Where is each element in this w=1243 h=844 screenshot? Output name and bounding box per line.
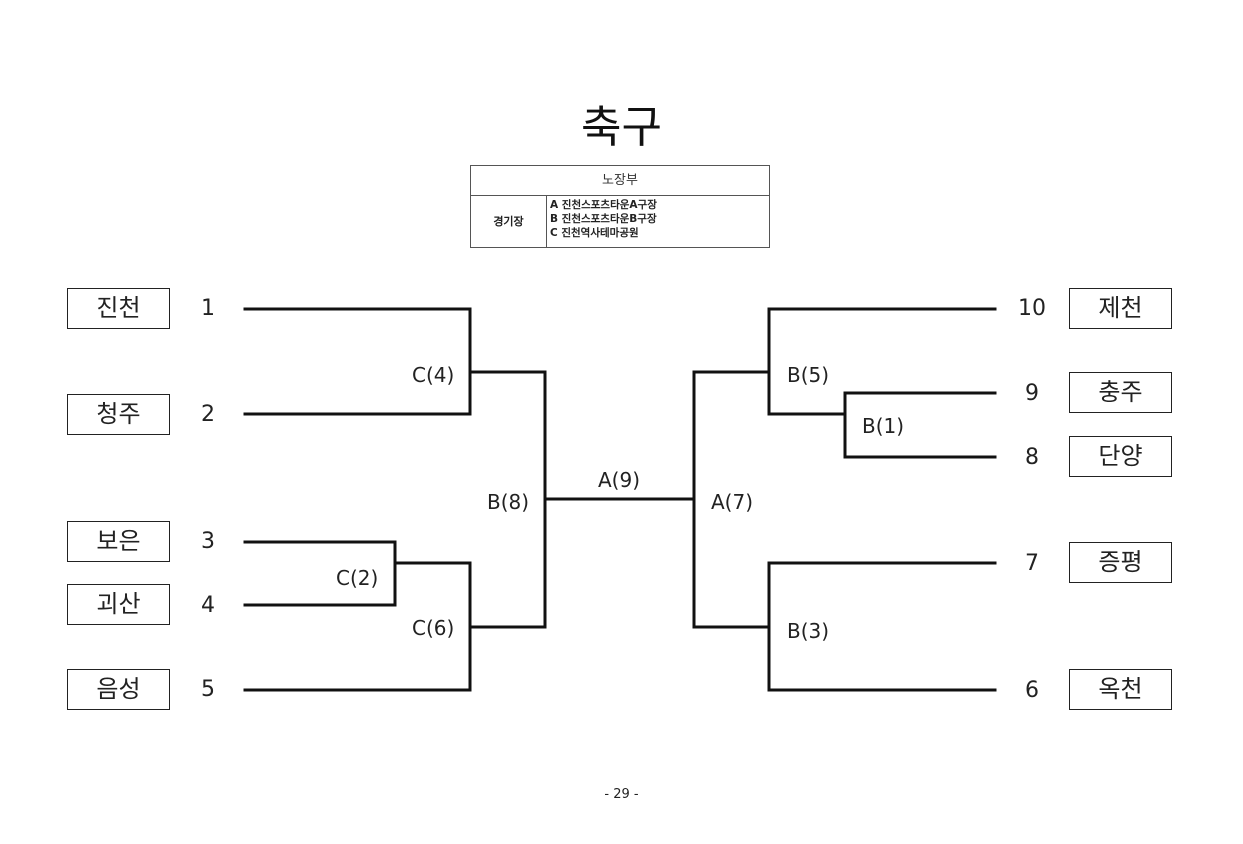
team-box-jeungpyeong: 증평 — [1069, 542, 1172, 583]
seed-6: 6 — [1025, 678, 1039, 703]
team-box-cheongju: 청주 — [67, 394, 170, 435]
seed-10: 10 — [1018, 296, 1046, 321]
seed-5: 5 — [201, 677, 215, 702]
match-label-b8: B(8) — [487, 490, 530, 514]
venue-item-c: C 진천역사테마공원 — [550, 227, 639, 239]
seed-3: 3 — [201, 529, 215, 554]
seed-1: 1 — [201, 296, 215, 321]
venue-table: 노장부 경기장 A 진천스포츠타운A구장 B 진천스포츠타운B구장 C 진천역사… — [470, 165, 770, 248]
team-box-okcheon: 옥천 — [1069, 669, 1172, 710]
match-label-c2: C(2) — [336, 566, 379, 590]
match-label-c6: C(6) — [412, 616, 455, 640]
seed-7: 7 — [1025, 551, 1039, 576]
team-box-boeun: 보은 — [67, 521, 170, 562]
venue-table-header: 노장부 — [471, 166, 769, 196]
team-box-jincheon: 진천 — [67, 288, 170, 329]
seed-8: 8 — [1025, 445, 1039, 470]
seed-4: 4 — [201, 593, 215, 618]
seed-9: 9 — [1025, 381, 1039, 406]
match-label-a9: A(9) — [598, 468, 641, 492]
venue-item-b: B 진천스포츠타운B구장 — [550, 213, 657, 225]
match-label-c4: C(4) — [412, 363, 455, 387]
team-box-danyang: 단양 — [1069, 436, 1172, 477]
team-box-goesan: 괴산 — [67, 584, 170, 625]
match-label-b5: B(5) — [787, 363, 830, 387]
team-box-chungju: 충주 — [1069, 372, 1172, 413]
match-label-b3: B(3) — [787, 619, 830, 643]
team-box-eumseong: 음성 — [67, 669, 170, 710]
match-label-b1: B(1) — [862, 414, 905, 438]
venue-label: 경기장 — [471, 196, 547, 247]
page-number: - 29 - — [604, 787, 639, 802]
match-label-a7: A(7) — [711, 490, 754, 514]
seed-2: 2 — [201, 402, 215, 427]
venue-list: A 진천스포츠타운A구장 B 진천스포츠타운B구장 C 진천역사테마공원 — [550, 198, 657, 240]
team-box-jecheon: 제천 — [1069, 288, 1172, 329]
page-title: 축구 — [581, 102, 662, 153]
venue-item-a: A 진천스포츠타운A구장 — [550, 199, 657, 211]
